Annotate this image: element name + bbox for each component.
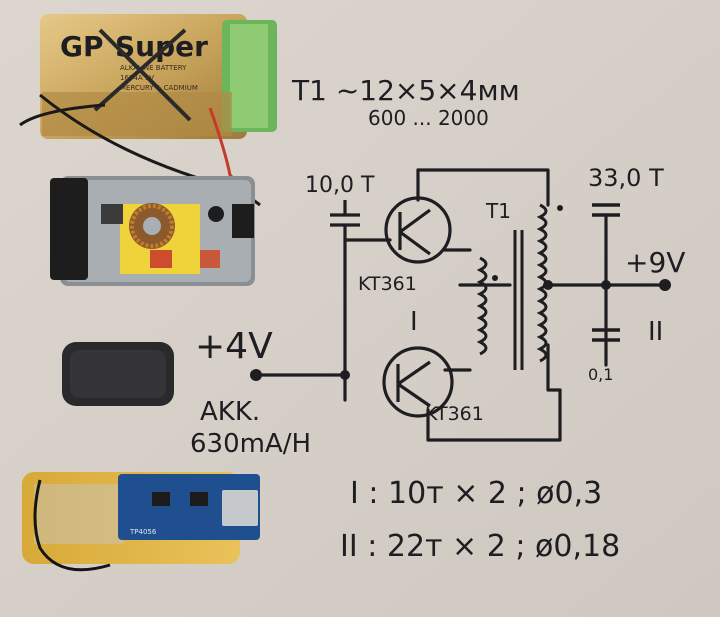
transistor-top-symbol: [384, 196, 452, 264]
battery-capacity-label: 630mA/H: [190, 429, 311, 459]
charger-chip: [152, 492, 170, 506]
output-voltage-label: +9V: [625, 246, 685, 279]
capacitor-red: [150, 250, 172, 268]
battery-line-2: 1604A 9V: [120, 74, 154, 82]
transistor-top-label: KT361: [358, 273, 417, 295]
battery-9v: GP Super ALKALINE BATTERY 1604A 9V MERCU…: [40, 14, 277, 139]
winding-primary-coil: [476, 256, 488, 356]
battery-type-label: AKK.: [200, 397, 260, 427]
output-capacitor-symbol: [592, 203, 620, 217]
filter-capacitor-label: 0,1: [588, 365, 613, 384]
transistor-bottom-symbol: [382, 346, 454, 418]
battery-wire-red: [208, 107, 242, 187]
transformer-core: [513, 230, 524, 370]
transistor-1: [101, 204, 123, 224]
t1-range-note: 600 ... 2000: [368, 106, 489, 130]
input-capacitor-symbol: [330, 200, 360, 240]
winding-1-label: I: [410, 307, 418, 337]
output-capacitor-label: 33,0 T: [588, 164, 664, 192]
winding-1-note: I : 10т × 2 ; ø0,3: [350, 476, 602, 511]
junction-dots: [250, 205, 671, 381]
charger-marking: TP4056: [129, 528, 157, 536]
transformer-label: T1: [485, 199, 511, 223]
transistor-bottom-label: KT361: [425, 403, 484, 425]
lipo-wire: [33, 479, 111, 572]
usb-connector: [50, 178, 88, 280]
input-voltage-label: +4V: [195, 326, 273, 367]
battery-brand: GP: [60, 30, 104, 63]
winding-2-label: II: [648, 317, 663, 347]
charger-board: TP4056: [118, 474, 260, 540]
converter-board: [50, 176, 255, 286]
input-capacitor-label: 10,0 T: [305, 173, 375, 198]
transistor-2: [232, 204, 254, 238]
resistor-red: [200, 250, 220, 268]
battery-model: Super: [115, 30, 208, 63]
t1-spec-note: T1 ~12×5×4мм: [291, 74, 520, 107]
battery-line-1: ALKALINE BATTERY: [120, 64, 187, 72]
micro-usb-port: [222, 490, 258, 526]
filter-capacitor-symbol: [592, 328, 620, 342]
winding-2-note: II : 22т × 2 ; ø0,18: [340, 529, 620, 564]
